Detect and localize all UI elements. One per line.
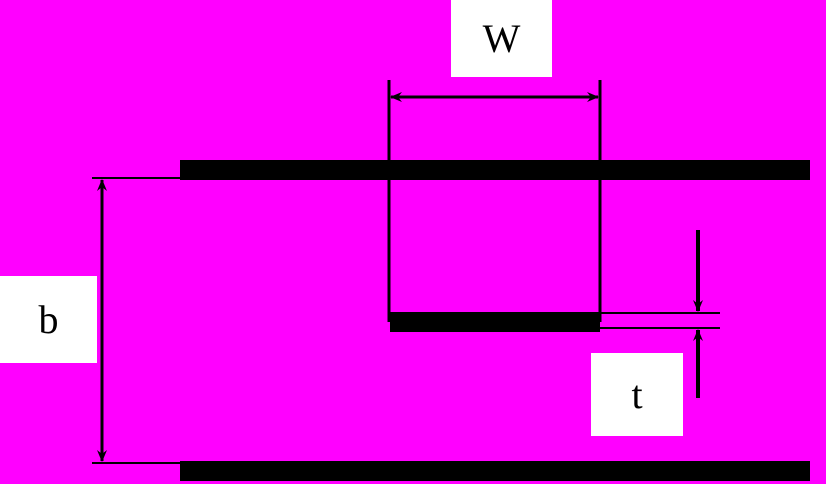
bottom-ground-plane (180, 461, 810, 481)
center-strip-conductor (390, 312, 600, 332)
thickness-label: t (591, 353, 683, 436)
separation-label: b (0, 276, 97, 363)
width-label: W (451, 0, 552, 77)
top-ground-plane (180, 160, 810, 180)
